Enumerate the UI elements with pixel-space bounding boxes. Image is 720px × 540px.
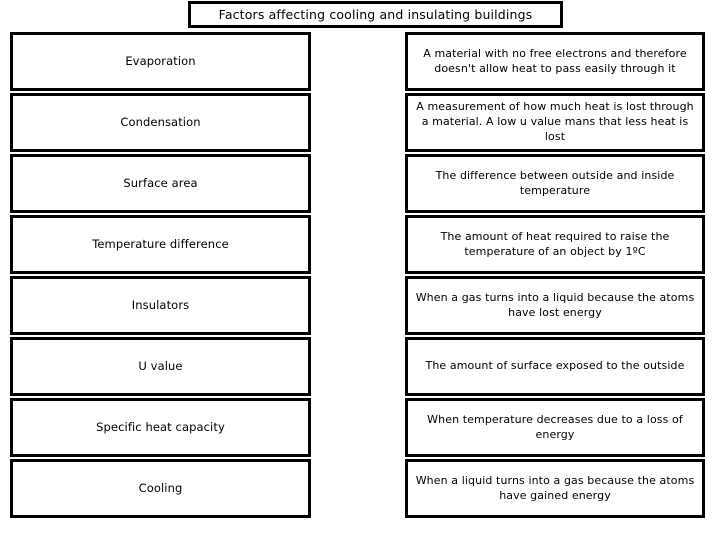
term-label: Insulators	[131, 297, 190, 312]
term-label: Cooling	[138, 480, 183, 495]
term-label: Evaporation	[125, 53, 196, 68]
page-title: Factors affecting cooling and insulating…	[218, 6, 533, 22]
term-card[interactable]: Temperature difference	[10, 215, 311, 274]
term-label: Surface area	[123, 175, 198, 190]
term-card[interactable]: Cooling	[10, 459, 311, 518]
definitions-column: A material with no free electrons and th…	[405, 32, 705, 518]
definition-label: The difference between outside and insid…	[435, 168, 675, 197]
definition-card[interactable]: When a liquid turns into a gas because t…	[405, 459, 705, 518]
definition-card[interactable]: When temperature decreases due to a loss…	[405, 398, 705, 457]
term-card[interactable]: Specific heat capacity	[10, 398, 311, 457]
definition-label: The amount of surface exposed to the out…	[425, 359, 685, 373]
definition-label: The amount of heat required to raise the…	[440, 229, 670, 258]
definition-card[interactable]: When a gas turns into a liquid because t…	[405, 276, 705, 335]
term-card[interactable]: U value	[10, 337, 311, 396]
definition-label: When a gas turns into a liquid because t…	[415, 290, 695, 319]
definition-card[interactable]: The amount of heat required to raise the…	[405, 215, 705, 274]
term-card[interactable]: Evaporation	[10, 32, 311, 91]
term-label: Condensation	[120, 114, 201, 129]
definition-card[interactable]: A material with no free electrons and th…	[405, 32, 705, 91]
definition-card[interactable]: The difference between outside and insid…	[405, 154, 705, 213]
terms-column: Evaporation Condensation Surface area Te…	[10, 32, 311, 518]
definition-card[interactable]: A measurement of how much heat is lost t…	[405, 93, 705, 152]
definition-label: When a liquid turns into a gas because t…	[415, 473, 695, 502]
term-card[interactable]: Surface area	[10, 154, 311, 213]
term-label: Temperature difference	[92, 236, 229, 251]
term-label: Specific heat capacity	[96, 419, 225, 434]
term-label: U value	[138, 358, 183, 373]
definition-label: When temperature decreases due to a loss…	[427, 412, 683, 441]
definition-card[interactable]: The amount of surface exposed to the out…	[405, 337, 705, 396]
term-card[interactable]: Condensation	[10, 93, 311, 152]
term-card[interactable]: Insulators	[10, 276, 311, 335]
definition-label: A measurement of how much heat is lost t…	[416, 100, 694, 143]
worksheet-title-box: Factors affecting cooling and insulating…	[188, 1, 563, 28]
definition-label: A material with no free electrons and th…	[423, 46, 687, 75]
